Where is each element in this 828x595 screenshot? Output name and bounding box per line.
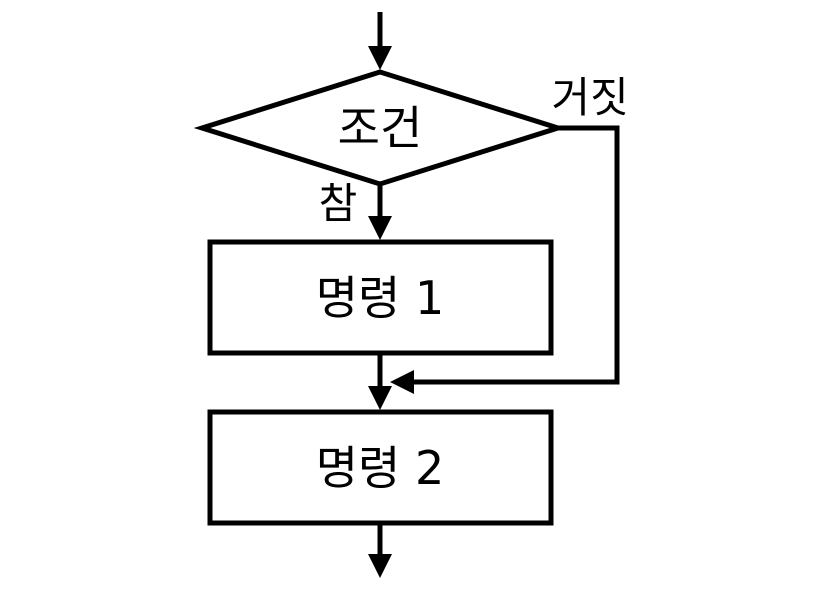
exit-arrow (368, 524, 392, 578)
condition-diamond (193, 69, 567, 187)
command2-label: 명령 2 (316, 441, 445, 495)
condition-label: 조건 (338, 101, 423, 155)
command1-box (207, 239, 554, 356)
command2-box (207, 409, 554, 526)
entry-arrow (368, 12, 392, 70)
command1-label: 명령 1 (316, 271, 445, 325)
false-branch-label: 거짓 (551, 73, 628, 122)
false-branch-arrow (390, 125, 620, 394)
true-branch-arrow (368, 186, 392, 240)
true-branch-label: 참 (319, 179, 358, 228)
command1-to-command2-arrow (368, 354, 392, 410)
